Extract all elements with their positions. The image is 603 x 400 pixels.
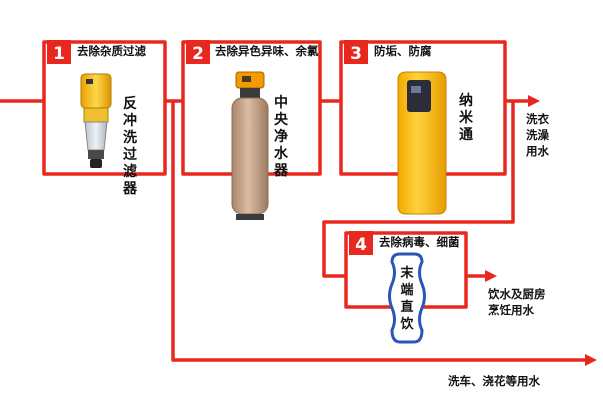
- appliance-cabinet-icon: [397, 71, 447, 215]
- stage-2-char: 中: [274, 94, 288, 111]
- drinking-line: 饮水及厨房: [487, 287, 546, 301]
- stage-4-device-name: 末 端 直 饮: [399, 265, 414, 332]
- stage-2-device-name: 中 央 净 水 器: [273, 94, 289, 179]
- outlet-car-flower-label: 洗车、浇花等用水: [448, 374, 540, 388]
- feed-stage-4: [322, 101, 515, 278]
- stage-1-char: 滤: [123, 163, 137, 180]
- laundry-line: 洗澡: [526, 128, 549, 142]
- stage-1-char: 反: [123, 95, 137, 112]
- laundry-line: 用水: [525, 144, 549, 158]
- stage-4-char: 端: [400, 282, 413, 298]
- stage-3-char: 米: [459, 109, 474, 126]
- outlet-drinking-label: 饮水及厨房 烹饪用水: [487, 287, 546, 317]
- stage-1-number: 1: [53, 44, 65, 64]
- stage-1-char: 器: [122, 181, 138, 197]
- stage-3-device-name: 纳 米 通: [459, 92, 474, 143]
- tube-filter-icon: [388, 252, 426, 344]
- trunk-down: [171, 101, 587, 362]
- stage-3-box: [339, 40, 507, 101]
- stage-4-char: 饮: [399, 316, 414, 332]
- stage-2-title: 去除异色异味、余氯: [215, 44, 319, 58]
- stage-3-header: 3 防垢、防腐: [344, 40, 432, 64]
- stage-1-title: 去除杂质过滤: [77, 44, 146, 58]
- stage-1-header: 1 去除杂质过滤: [47, 40, 146, 64]
- arrow-icon: [485, 95, 597, 366]
- stage-2-number: 2: [192, 44, 204, 64]
- stage-2-box: [181, 40, 322, 101]
- softener-tank-icon: [231, 71, 269, 220]
- stage-4-box: [344, 231, 468, 276]
- stage-2-char: 央: [274, 111, 289, 128]
- stage-4-number: 4: [355, 235, 367, 255]
- stage-1-char: 过: [123, 146, 137, 163]
- water-filter-icon: [80, 73, 112, 168]
- stage-4-char: 直: [400, 299, 413, 315]
- stage-4-char: 末: [399, 265, 414, 281]
- stage-1-char: 冲: [123, 112, 137, 129]
- stage-4-header: 4 去除病毒、细菌: [349, 231, 460, 255]
- outlet-laundry-label: 洗衣 洗澡 用水: [525, 112, 549, 158]
- stage-2-char: 器: [273, 163, 289, 179]
- stage-2-char: 水: [274, 145, 289, 162]
- stage-3-number: 3: [350, 44, 362, 64]
- stage-1-char: 洗: [123, 129, 137, 146]
- laundry-line: 洗衣: [526, 112, 549, 126]
- stage-2-header: 2 去除异色异味、余氯: [186, 40, 319, 64]
- stage-1-box: [42, 40, 167, 101]
- stage-1-device-name: 反 冲 洗 过 滤 器: [122, 95, 138, 197]
- stage-3-title: 防垢、防腐: [374, 44, 432, 58]
- stage-4-title: 去除病毒、细菌: [379, 235, 460, 249]
- stage-3-char: 纳: [459, 92, 473, 109]
- stage-2-char: 净: [274, 128, 288, 145]
- stage-3-char: 通: [459, 127, 473, 143]
- drinking-line: 烹饪用水: [488, 303, 534, 317]
- stage-1-bottom: [42, 101, 167, 176]
